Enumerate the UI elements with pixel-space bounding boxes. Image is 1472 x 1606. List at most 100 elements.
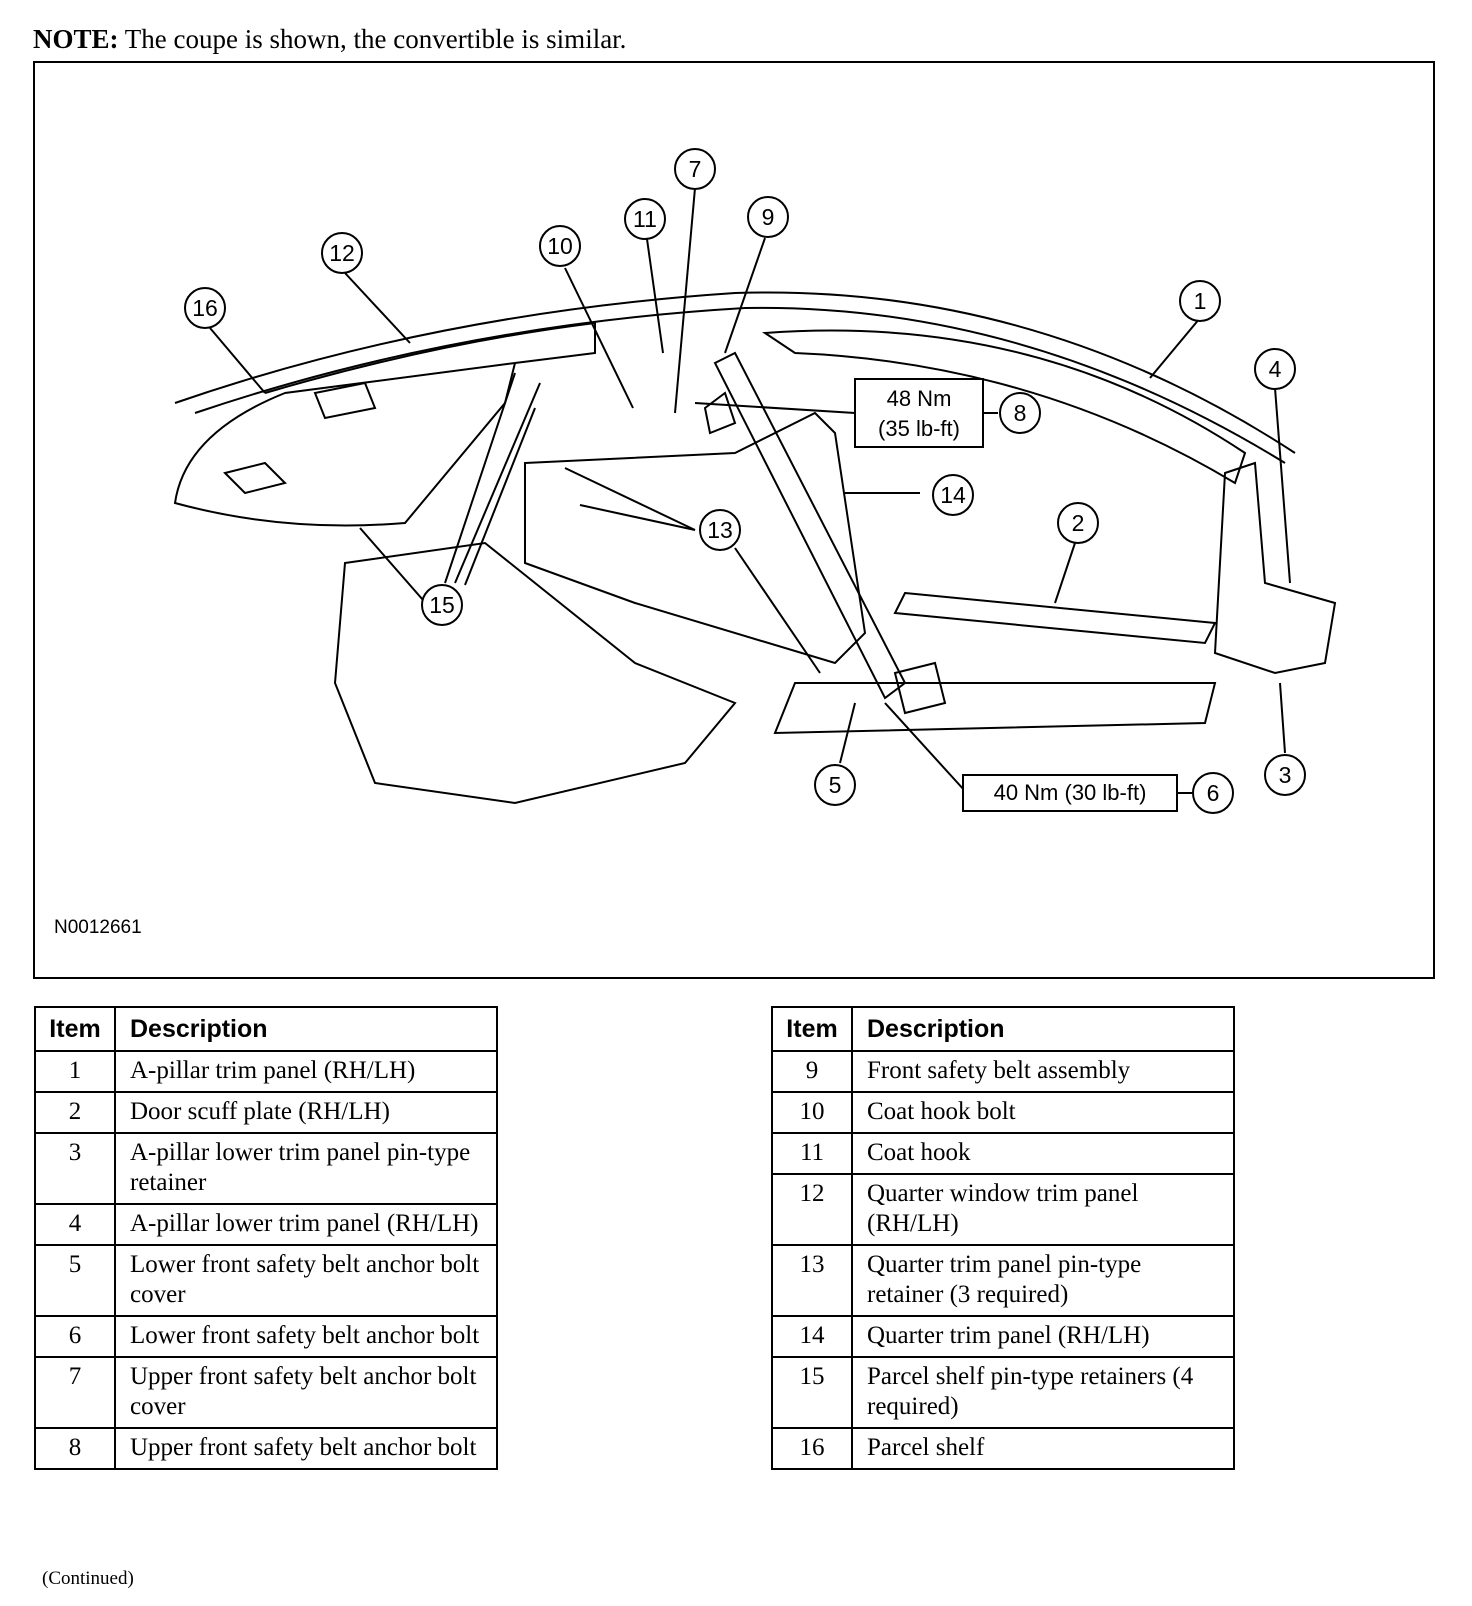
item-description: Upper front safety belt anchor bolt: [114, 1427, 498, 1470]
callout-label-4: 4: [1269, 356, 1282, 382]
torque-box-lower: [962, 774, 1178, 812]
item-description: Lower front safety belt anchor bolt: [114, 1315, 498, 1358]
item-description: Parcel shelf pin-type retainers (4 requi…: [851, 1356, 1235, 1429]
item-number: 11: [771, 1132, 853, 1175]
callout-circle-11: [624, 198, 666, 240]
item-description: Door scuff plate (RH/LH): [114, 1091, 498, 1134]
callout-label-7: 7: [689, 156, 702, 182]
item-description: Quarter window trim panel (RH/LH): [851, 1173, 1235, 1246]
callout-label-15: 15: [429, 592, 455, 618]
item-description: Coat hook: [851, 1132, 1235, 1175]
callout-label-5: 5: [829, 772, 842, 798]
callout-label-3: 3: [1279, 762, 1292, 788]
quarter-trim-panel-drawing: [524, 411, 867, 665]
callout-circle-5: [814, 764, 856, 806]
item-number: 2: [34, 1091, 116, 1134]
item-number: 7: [34, 1356, 116, 1429]
item-description: Front safety belt assembly: [851, 1050, 1235, 1093]
callout-label-14: 14: [940, 482, 966, 508]
torque-lower-text: 40 Nm (30 lb-ft): [994, 780, 1147, 805]
column-header-item: Item: [771, 1006, 853, 1052]
callout-circle-6: [1192, 772, 1234, 814]
item-description: A-pillar lower trim panel (RH/LH): [114, 1203, 498, 1246]
item-number: 8: [34, 1427, 116, 1470]
item-description: Lower front safety belt anchor bolt cove…: [114, 1244, 498, 1317]
item-number: 10: [771, 1091, 853, 1134]
item-number: 3: [34, 1132, 116, 1205]
item-description: A-pillar trim panel (RH/LH): [114, 1050, 498, 1093]
door-scuff-plate-drawing: [893, 591, 1217, 645]
roof-outline: [174, 291, 1296, 454]
item-number: 1: [34, 1050, 116, 1093]
callout-circle-4: [1254, 348, 1296, 390]
parcel-shelf-drawing: [173, 361, 517, 527]
callout-label-11: 11: [633, 206, 657, 232]
torque-upper-line2: (35 lb-ft): [878, 416, 960, 441]
floor-console-drawing: [333, 541, 737, 805]
callout-circle-14: [932, 474, 974, 516]
callout-circle-12: [321, 232, 363, 274]
item-number: 4: [34, 1203, 116, 1246]
torque-upper-line1: 48 Nm: [887, 386, 952, 411]
note: NOTE: The coupe is shown, the convertibl…: [33, 24, 626, 55]
callout-circle-8: [999, 392, 1041, 434]
callout-label-9: 9: [762, 204, 775, 230]
callout-label-13: 13: [707, 517, 733, 543]
callout-label-8: 8: [1014, 400, 1027, 426]
callout-circle-2: [1057, 502, 1099, 544]
callout-label-12: 12: [329, 240, 355, 266]
callout-label-6: 6: [1207, 780, 1220, 806]
callout-circle-10: [539, 225, 581, 267]
callout-circle-16: [184, 287, 226, 329]
item-number: 5: [34, 1244, 116, 1317]
item-number: 14: [771, 1315, 853, 1358]
item-description: Parcel shelf: [851, 1427, 1235, 1470]
note-label: NOTE:: [33, 24, 119, 54]
callout-label-16: 16: [192, 295, 218, 321]
column-header-description: Description: [851, 1006, 1235, 1052]
a-pillar-lower-trim-drawing: [1213, 461, 1337, 675]
item-number: 9: [771, 1050, 853, 1093]
item-number: 15: [771, 1356, 853, 1429]
item-description: Upper front safety belt anchor bolt cove…: [114, 1356, 498, 1429]
item-description: Quarter trim panel pin-type retainer (3 …: [851, 1244, 1235, 1317]
figure-id: N0012661: [54, 917, 142, 938]
callout-label-10: 10: [547, 233, 573, 259]
continued-note: (Continued): [42, 1568, 134, 1589]
callout-label-2: 2: [1072, 510, 1085, 536]
item-number: 16: [771, 1427, 853, 1470]
column-header-item: Item: [34, 1006, 116, 1052]
item-number: 12: [771, 1173, 853, 1246]
item-description: Quarter trim panel (RH/LH): [851, 1315, 1235, 1358]
callout-circle-3: [1264, 754, 1306, 796]
note-text: The coupe is shown, the convertible is s…: [118, 24, 627, 54]
callout-circle-7: [674, 148, 716, 190]
column-header-description: Description: [114, 1006, 498, 1052]
item-description: Coat hook bolt: [851, 1091, 1235, 1134]
callout-circle-13: [699, 509, 741, 551]
callout-label-1: 1: [1194, 288, 1207, 314]
callout-circle-9: [747, 196, 789, 238]
callout-circle-1: [1179, 280, 1221, 322]
callout-circle-15: [421, 584, 463, 626]
item-description: A-pillar lower trim panel pin-type retai…: [114, 1132, 498, 1205]
